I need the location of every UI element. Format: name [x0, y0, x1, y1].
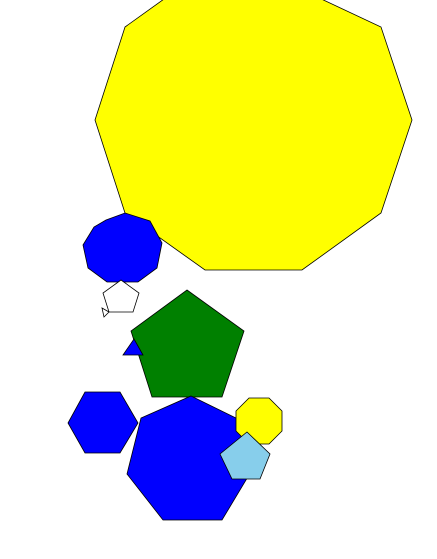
big-decagon	[94, 0, 413, 271]
green-pentagon	[130, 289, 245, 398]
blue-hexagon-left	[67, 391, 139, 454]
blue-triangle	[122, 338, 144, 356]
white-triangle	[101, 307, 110, 318]
white-pentagon	[102, 279, 140, 313]
lightblue-pentagon	[219, 431, 271, 480]
blue-octagon-left	[82, 212, 163, 283]
